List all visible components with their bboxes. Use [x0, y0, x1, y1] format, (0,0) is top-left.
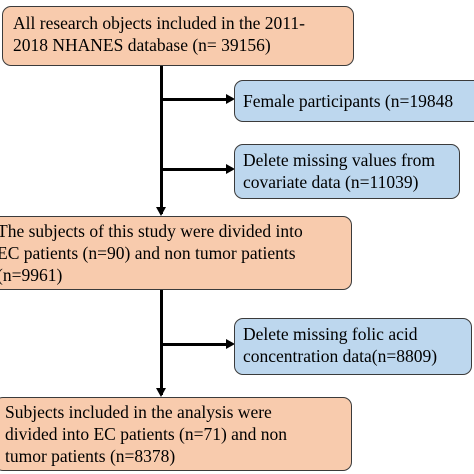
box-text-line: covariate data (n=11039) — [243, 172, 419, 192]
box-text-line: Delete missing folic acid — [243, 324, 418, 344]
box-text-line: 2018 NHANES database (n= 39156) — [13, 35, 271, 55]
arrow-head-study — [156, 207, 166, 216]
box-analysis-subjects: Subjects included in the analysis were d… — [0, 397, 352, 471]
box-text-line: tumor patients (n=8378) — [5, 446, 176, 466]
box-study-subjects: The subjects of this study were divided … — [0, 216, 352, 290]
arrow-head-covariate — [226, 164, 235, 174]
arrow-head-female — [226, 94, 235, 104]
box-text-line: Female participants (n=19848 — [243, 91, 454, 111]
box-all-research-objects: All research objects included in the 201… — [2, 6, 354, 66]
box-text-line: divided into EC patients (n=71) and non — [5, 424, 288, 444]
box-text-line: Subjects included in the analysis were — [5, 402, 272, 422]
box-text-line: Delete missing values from — [243, 150, 435, 170]
branch-connector-folic — [160, 343, 227, 346]
box-text-line: All research objects included in the 201… — [13, 13, 305, 33]
box-text-line: The subjects of this study were divided … — [0, 221, 303, 241]
main-vertical-connector-lower — [160, 290, 163, 395]
branch-connector-female — [160, 98, 227, 101]
main-vertical-connector — [160, 66, 163, 214]
box-text-line: (n=9961) — [0, 265, 63, 285]
arrow-head-analysis — [156, 388, 166, 397]
box-text-line: concentration data(n=8809) — [243, 346, 438, 366]
box-delete-missing-folic: Delete missing folic acid concentration … — [234, 318, 472, 375]
box-delete-missing-covariate: Delete missing values from covariate dat… — [234, 144, 460, 199]
arrow-head-folic — [226, 339, 235, 349]
box-female-participants: Female participants (n=19848 — [234, 80, 474, 122]
box-text-line: EC patients (n=90) and non tumor patient… — [0, 243, 296, 263]
branch-connector-covariate — [160, 168, 227, 171]
